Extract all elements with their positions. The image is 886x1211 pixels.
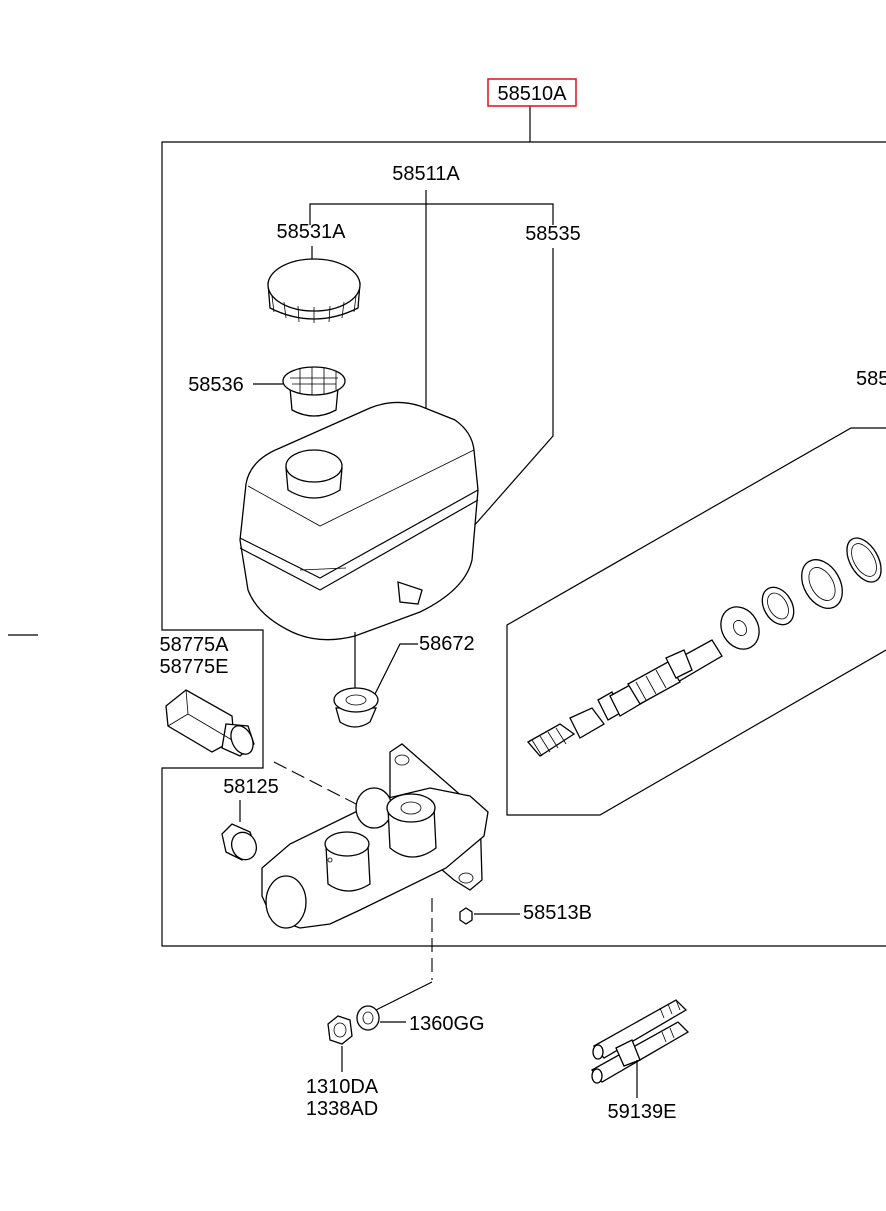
reservoir-callout: 58511A 58531A 58535 [277, 163, 581, 586]
label-58672[interactable]: 58672 [419, 633, 475, 655]
master-cylinder [261, 743, 489, 929]
fasteners: 1360GG 1310DA 1338AD [306, 981, 485, 1120]
label-58510A[interactable]: 58510A [498, 83, 568, 105]
plug: 58125 [221, 776, 279, 861]
highlight-box [487, 78, 577, 107]
grommet: 58672 [333, 632, 475, 728]
piston-parts-group: 585 [506, 368, 886, 816]
label-1360GG[interactable]: 1360GG [409, 1013, 485, 1035]
label-58536[interactable]: 58536 [188, 374, 244, 396]
assembly-label-box[interactable]: 58510A [487, 78, 577, 107]
reservoir-cap [267, 258, 361, 323]
label-58513B[interactable]: 58513B [523, 902, 592, 924]
nut-58513B: 58513B [431, 898, 592, 980]
reservoir-body [239, 401, 479, 641]
assembly-frame [8, 106, 886, 947]
label-58125[interactable]: 58125 [223, 776, 279, 798]
label-58531A[interactable]: 58531A [277, 221, 347, 243]
label-1310DA[interactable]: 1310DA [306, 1076, 379, 1098]
label-58775A[interactable]: 58775A [160, 634, 230, 656]
label-58535[interactable]: 58535 [525, 223, 581, 245]
label-585-partial[interactable]: 585 [856, 368, 886, 390]
label-58775E[interactable]: 58775E [160, 656, 229, 678]
strainer: 58536 [188, 366, 346, 417]
hose: 59139E [590, 999, 690, 1123]
label-59139E[interactable]: 59139E [608, 1101, 677, 1123]
label-1338AD[interactable]: 1338AD [306, 1098, 378, 1120]
label-58511A[interactable]: 58511A [392, 163, 460, 185]
adapter: 58775A 58775E [160, 634, 255, 757]
